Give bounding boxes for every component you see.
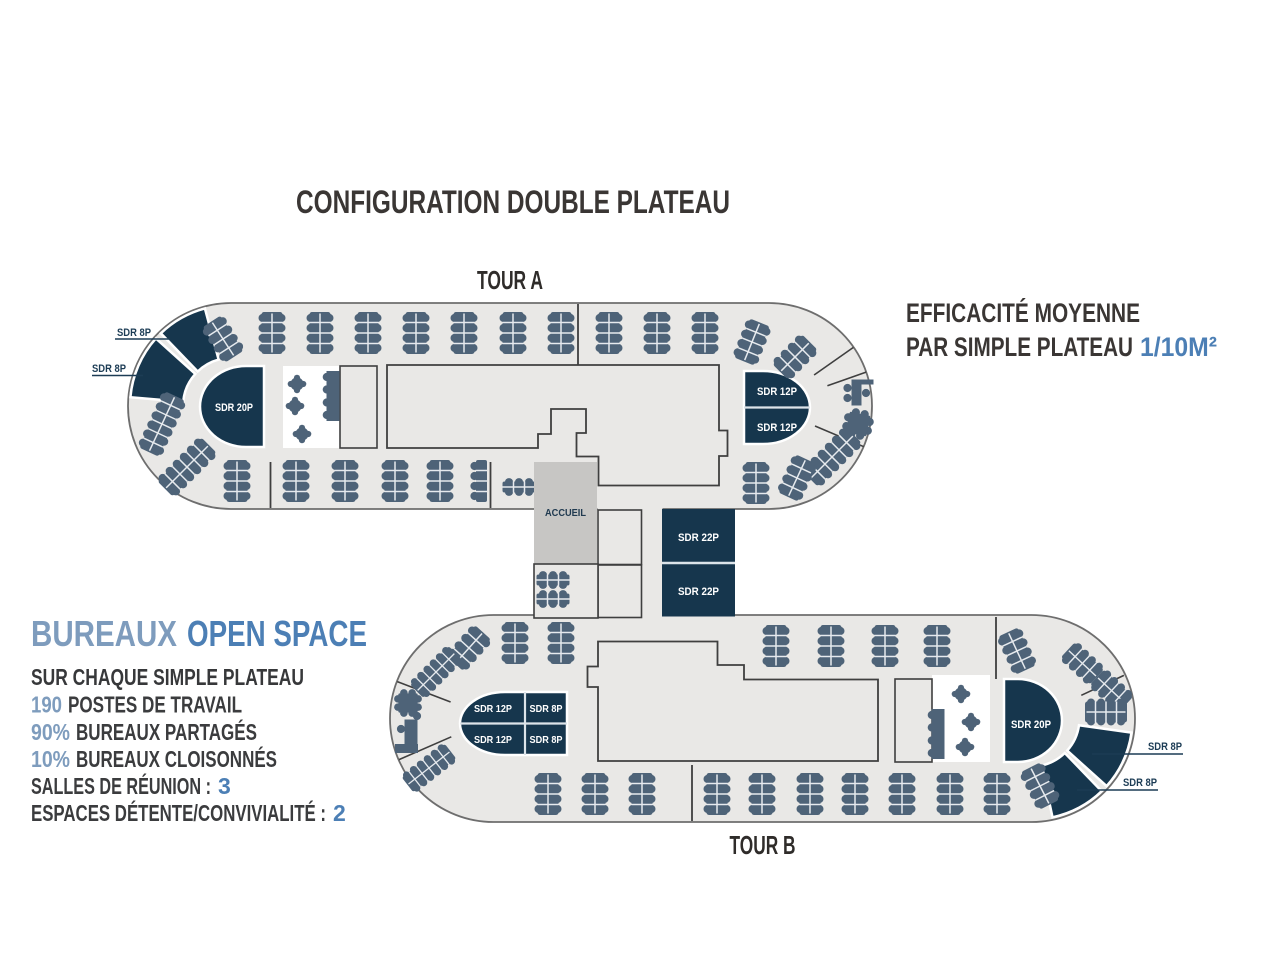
svg-text:SDR 8P: SDR 8P: [1148, 741, 1182, 753]
svg-text:SALLES DE RÉUNION :: SALLES DE RÉUNION :: [31, 772, 211, 799]
svg-text:BUREAUX PARTAGÉS: BUREAUX PARTAGÉS: [76, 718, 257, 745]
svg-text:TOUR B: TOUR B: [730, 830, 796, 860]
svg-text:EFFICACITÉ MOYENNE: EFFICACITÉ MOYENNE: [906, 297, 1140, 328]
svg-text:POSTES DE TRAVAIL: POSTES DE TRAVAIL: [68, 692, 242, 718]
svg-text:PAR SIMPLE PLATEAU: PAR SIMPLE PLATEAU: [906, 332, 1133, 362]
svg-text:2: 2: [333, 800, 346, 826]
svg-text:BUREAUX: BUREAUX: [31, 613, 177, 654]
svg-text:SDR 20P: SDR 20P: [1011, 719, 1051, 731]
svg-text:BUREAUX CLOISONNÉS: BUREAUX CLOISONNÉS: [76, 745, 277, 772]
svg-text:90%: 90%: [31, 719, 70, 745]
svg-text:SUR CHAQUE SIMPLE PLATEAU: SUR CHAQUE SIMPLE PLATEAU: [31, 664, 304, 690]
svg-text:SDR 12P: SDR 12P: [757, 422, 797, 434]
svg-text:OPEN SPACE: OPEN SPACE: [187, 613, 367, 654]
svg-text:1/10M²: 1/10M²: [1140, 332, 1217, 362]
svg-text:SDR 8P: SDR 8P: [92, 363, 126, 375]
svg-text:SDR 8P: SDR 8P: [1123, 777, 1157, 789]
svg-text:ESPACES DÉTENTE/CONVIVIALITÉ :: ESPACES DÉTENTE/CONVIVIALITÉ :: [31, 799, 326, 826]
svg-text:SDR 8P: SDR 8P: [530, 735, 563, 746]
svg-text:ACCUEIL: ACCUEIL: [545, 507, 587, 519]
svg-text:10%: 10%: [31, 746, 70, 772]
svg-text:SDR 8P: SDR 8P: [530, 704, 563, 715]
svg-text:SDR 12P: SDR 12P: [474, 704, 512, 715]
svg-text:SDR 22P: SDR 22P: [678, 532, 719, 544]
svg-text:CONFIGURATION DOUBLE PLATEAU: CONFIGURATION DOUBLE PLATEAU: [296, 184, 730, 220]
svg-text:SDR 8P: SDR 8P: [117, 327, 151, 339]
svg-text:SDR 12P: SDR 12P: [757, 386, 797, 398]
svg-text:TOUR A: TOUR A: [477, 265, 543, 295]
svg-text:190: 190: [31, 692, 62, 718]
svg-text:SDR 20P: SDR 20P: [215, 402, 253, 414]
svg-text:SDR 12P: SDR 12P: [474, 735, 512, 746]
svg-text:SDR 22P: SDR 22P: [678, 586, 719, 598]
svg-text:3: 3: [218, 773, 231, 799]
